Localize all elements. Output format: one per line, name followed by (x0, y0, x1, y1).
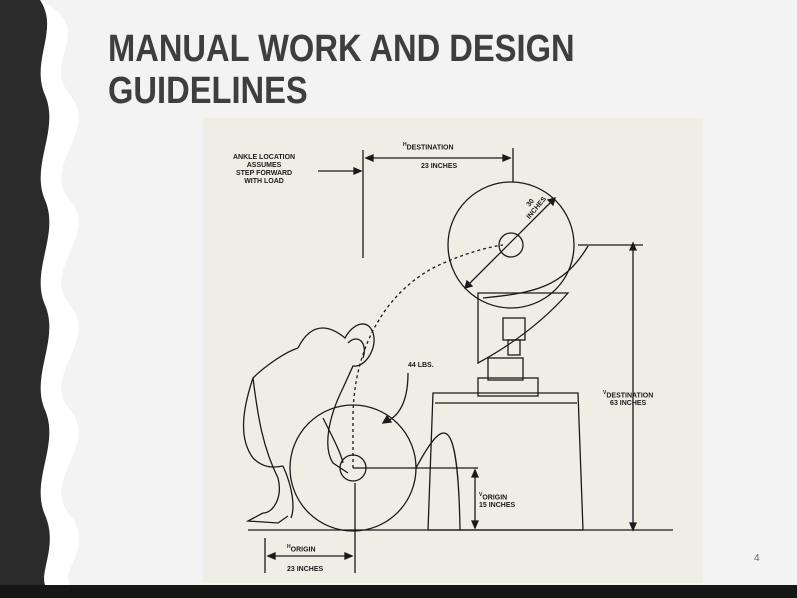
h-origin-sub: H (287, 544, 291, 550)
v-origin-sub: V (479, 492, 483, 498)
trajectory-dashed (352, 244, 504, 468)
v-origin-value: 15 INCHES (479, 502, 516, 510)
h-destination-value: 23 INCHES (421, 163, 458, 170)
v-origin-text: ORIGIN (482, 494, 508, 502)
title-line-2: GUIDELINES (108, 70, 308, 112)
v-destination-label: VDESTINATION 63 INCHES (603, 389, 653, 408)
ankle-note-line-4: WITH LOAD (244, 178, 284, 185)
wave-edge (40, 0, 80, 585)
ankle-note-line-3: STEP FORWARD (235, 170, 293, 177)
v-destination-sub: V (603, 390, 607, 396)
load-label: 44 LBS. (408, 362, 434, 369)
h-destination-dimension (318, 148, 514, 258)
v-origin-label: VORIGIN 15 INCHES (479, 491, 515, 510)
v-origin-dimension (353, 467, 479, 530)
press-machine (427, 245, 589, 531)
h-origin-dimension (264, 483, 356, 573)
v-destination-text: DESTINATION (606, 392, 654, 400)
v-destination-dimension (578, 241, 643, 532)
slide-title: MANUAL WORK AND DESIGN GUIDELINES (108, 28, 575, 112)
h-origin-value: 23 INCHES (287, 566, 324, 573)
h-origin-text: ORIGIN (290, 546, 316, 554)
h-destination-sub: H (403, 142, 407, 148)
h-origin-label: HORIGIN (287, 544, 316, 553)
v-destination-value: 63 INCHES (610, 400, 647, 408)
h-destination-label: HDESTINATION (403, 142, 454, 151)
title-line-1: MANUAL WORK AND DESIGN (108, 28, 575, 70)
worker-figure (242, 323, 375, 524)
page-number: 4 (754, 553, 760, 564)
upper-disc (447, 181, 575, 309)
h-destination-text: DESTINATION (406, 144, 454, 152)
lifting-diagram-figure: ANKLE LOCATION ASSUMES STEP FORWARD WITH… (203, 118, 703, 583)
ankle-note-line-1: ANKLE LOCATION (233, 154, 296, 161)
ankle-note-line-2: ASSUMES (246, 162, 282, 169)
ankle-note: ANKLE LOCATION ASSUMES STEP FORWARD WITH… (233, 154, 295, 186)
lifting-diagram-drawing (242, 148, 673, 573)
